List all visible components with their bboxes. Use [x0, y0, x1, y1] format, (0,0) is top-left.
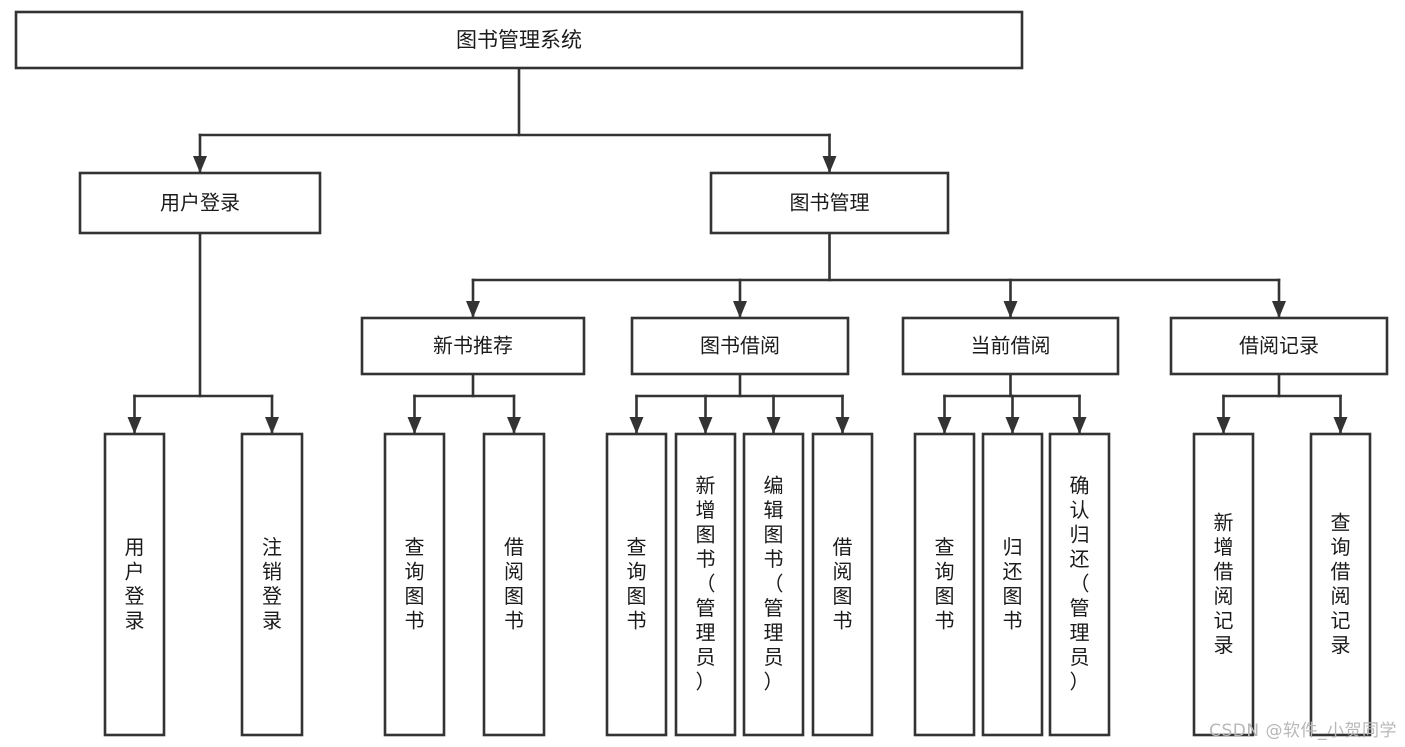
node-label: 查询借阅记录: [1331, 510, 1351, 657]
node-box[interactable]: [103, 432, 166, 737]
node-box[interactable]: [1192, 432, 1255, 737]
node-box[interactable]: [630, 316, 850, 376]
node-box[interactable]: [482, 432, 546, 737]
node-label: 注销登录: [262, 534, 282, 632]
arrow-head-icon: [1216, 417, 1231, 434]
node-label: 新书推荐: [433, 334, 513, 358]
node-leaf-b-query[interactable]: 查询图书: [605, 432, 668, 737]
node-root[interactable]: 图书管理系统: [14, 10, 1024, 70]
node-label: 借阅图书: [833, 534, 853, 632]
node-label: 图书管理系统: [456, 28, 582, 52]
node-label: 用户登录: [125, 534, 145, 632]
node-box[interactable]: [742, 432, 805, 737]
node-leaf-b-borrow[interactable]: 借阅图书: [811, 432, 874, 737]
node-leaf-new-query[interactable]: 查询图书: [383, 432, 446, 737]
node-label: 新增借阅记录: [1214, 510, 1234, 657]
arrow-head-icon: [193, 156, 207, 173]
node-box[interactable]: [1309, 432, 1372, 737]
node-label: 查询图书: [935, 534, 955, 632]
arrow-head-icon: [466, 301, 480, 318]
node-label: 查询图书: [405, 534, 425, 632]
node-label: 归还图书: [1003, 534, 1023, 632]
arrow-head-icon: [127, 417, 142, 434]
arrow-head-icon: [1333, 417, 1348, 434]
node-newbook[interactable]: 新书推荐: [360, 316, 586, 376]
node-leaf-b-add[interactable]: 新增图书（管理员）: [674, 432, 737, 737]
node-label: 查询图书: [627, 534, 647, 632]
node-box[interactable]: [240, 432, 304, 737]
arrow-head-icon: [507, 417, 521, 434]
node-label: 确认归还（管理员）: [1070, 473, 1090, 693]
node-box[interactable]: [360, 316, 586, 376]
connector-group: [127, 231, 279, 436]
node-box[interactable]: [14, 10, 1024, 70]
connector-group: [407, 372, 521, 436]
node-leaf-c-return[interactable]: 归还图书: [981, 432, 1044, 737]
node-current[interactable]: 当前借阅: [901, 316, 1120, 376]
node-box[interactable]: [1169, 316, 1389, 376]
node-leaf-r-add[interactable]: 新增借阅记录: [1192, 432, 1255, 737]
node-box[interactable]: [811, 432, 874, 737]
node-leaf-user-login[interactable]: 用户登录: [103, 432, 166, 737]
connector-group: [193, 66, 837, 175]
node-leaf-b-edit[interactable]: 编辑图书（管理员）: [742, 432, 805, 737]
node-label: 借阅记录: [1239, 334, 1319, 358]
connector-group: [1216, 372, 1348, 436]
node-leaf-c-confirm[interactable]: 确认归还（管理员）: [1048, 432, 1111, 737]
node-box[interactable]: [383, 432, 446, 737]
node-box[interactable]: [709, 171, 950, 235]
arrow-head-icon: [766, 417, 781, 434]
arrow-head-icon: [1072, 417, 1087, 434]
node-label: 图书管理: [790, 191, 870, 215]
node-box[interactable]: [1048, 432, 1111, 737]
node-label: 当前借阅: [971, 334, 1051, 358]
arrow-head-icon: [733, 301, 747, 318]
arrow-head-icon: [835, 417, 850, 434]
node-label: 新增图书（管理员）: [696, 473, 716, 693]
connector-group: [466, 231, 1286, 320]
arrow-head-icon: [698, 417, 713, 434]
arrow-head-icon: [629, 417, 644, 434]
connector-group: [937, 372, 1087, 436]
node-bookmgmt[interactable]: 图书管理: [709, 171, 950, 235]
arrow-head-icon: [407, 417, 422, 434]
node-box[interactable]: [913, 432, 976, 737]
node-label: 图书借阅: [700, 334, 780, 358]
node-label: 编辑图书（管理员）: [764, 473, 784, 693]
node-layer: 图书管理系统用户登录图书管理新书推荐图书借阅当前借阅借阅记录用户登录注销登录查询…: [14, 10, 1389, 737]
node-label: 借阅图书: [504, 534, 524, 632]
arrow-head-icon: [937, 417, 952, 434]
node-leaf-new-borrow[interactable]: 借阅图书: [482, 432, 546, 737]
arrow-head-icon: [1003, 301, 1018, 318]
node-box[interactable]: [674, 432, 737, 737]
node-box[interactable]: [981, 432, 1044, 737]
arrow-head-icon: [822, 156, 837, 173]
node-leaf-r-query[interactable]: 查询借阅记录: [1309, 432, 1372, 737]
connector-layer: [127, 66, 1348, 436]
node-box[interactable]: [78, 171, 322, 235]
node-leaf-c-query[interactable]: 查询图书: [913, 432, 976, 737]
node-login[interactable]: 用户登录: [78, 171, 322, 235]
node-box[interactable]: [605, 432, 668, 737]
arrow-head-icon: [1005, 417, 1020, 434]
node-label: 用户登录: [160, 191, 240, 215]
arrow-head-icon: [1272, 301, 1286, 318]
node-leaf-user-logout[interactable]: 注销登录: [240, 432, 304, 737]
arrow-head-icon: [265, 417, 279, 434]
connector-group: [629, 372, 850, 436]
node-box[interactable]: [901, 316, 1120, 376]
node-records[interactable]: 借阅记录: [1169, 316, 1389, 376]
node-borrow[interactable]: 图书借阅: [630, 316, 850, 376]
